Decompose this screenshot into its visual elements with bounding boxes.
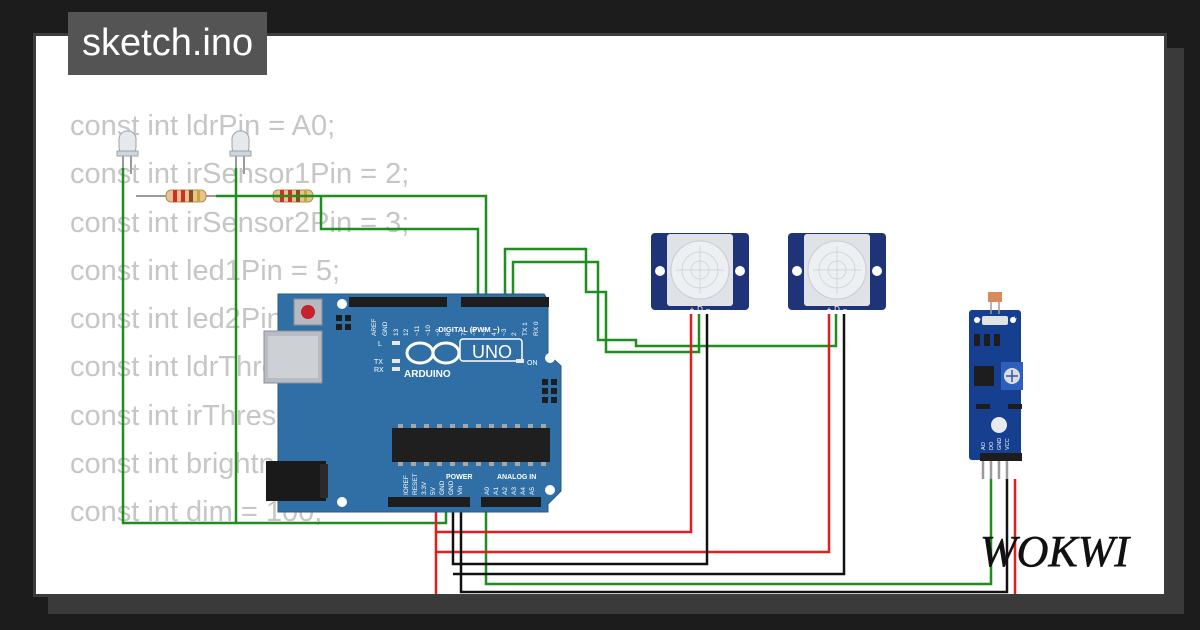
on-led-label: ON xyxy=(527,360,538,367)
header-pin-label: 2 xyxy=(511,332,518,336)
wires xyxy=(121,168,1017,594)
analog-header-label: ANALOG IN xyxy=(497,474,536,481)
analog-pin-label: A3 xyxy=(511,487,518,495)
preview-card: const int ldrPin = A0; const int irSensor… xyxy=(33,33,1167,597)
wire-pir2-vcc xyxy=(434,314,831,554)
pir-lens-icon xyxy=(676,246,724,294)
file-tab-title: sketch.ino xyxy=(68,12,268,75)
ldr-top-label: + xyxy=(1012,314,1017,324)
ldr-pin-label: GND xyxy=(997,438,1003,450)
pir-2-pin-labels: +D− xyxy=(827,305,848,314)
analog-pin-label: A0 xyxy=(484,487,491,495)
brand-wordmark: WOKWI xyxy=(980,527,1131,576)
wire-res1-pin6 xyxy=(216,194,488,298)
header-pin-label: 8 xyxy=(445,332,452,336)
code-line: void setup() { xyxy=(70,585,437,594)
ldr-pin-label: DO xyxy=(989,441,995,450)
pir-sensor-1[interactable]: +D− xyxy=(651,233,749,314)
digital-header-label: DIGITAL (PWM ~) xyxy=(438,325,500,334)
pir-pin-label: + xyxy=(827,305,832,314)
board-model-label: UNO xyxy=(472,342,512,362)
pir-sensor-2[interactable]: +D− xyxy=(788,233,886,314)
power-pin-label: Vin xyxy=(457,485,464,495)
led-2[interactable] xyxy=(229,130,252,174)
analog-pin-label: A5 xyxy=(529,487,536,495)
header-pin-label: ~6 xyxy=(471,328,478,336)
analog-pin-label: A1 xyxy=(493,487,500,495)
code-line: const int led1Pin = 5; xyxy=(70,254,341,287)
pir-pin-label: − xyxy=(706,305,711,314)
led-1[interactable] xyxy=(116,130,139,174)
wire-res2-pin5 xyxy=(319,196,480,298)
header-pin-label: ~10 xyxy=(425,325,432,336)
code-line: const int ldrPin = A0; xyxy=(70,110,336,142)
wire-ldr-a0 xyxy=(484,479,993,586)
header-pin-label: AREF xyxy=(371,319,378,336)
wire-pir1-pin3 xyxy=(503,247,701,354)
ldr-pin-label: AO xyxy=(981,441,987,450)
tx-led-label: TX xyxy=(374,359,383,366)
wokwi-logo: WOKWI xyxy=(980,527,1132,577)
pir-pin-label: D xyxy=(697,305,703,314)
analog-pin-label: A2 xyxy=(502,487,509,495)
code-line: const int irSensor1Pin = 2; xyxy=(70,158,410,191)
power-pin-label: IOREF xyxy=(403,475,410,495)
header-pin-label: 13 xyxy=(393,328,400,336)
rx-led-label: RX xyxy=(374,367,384,374)
wire-led1-gnd xyxy=(121,168,448,525)
ldr-top-label: − xyxy=(976,314,981,324)
header-pin-label: TX 1 xyxy=(522,322,529,336)
power-header-label: POWER xyxy=(446,474,472,481)
power-pin-label: 3.3V xyxy=(421,481,428,495)
pir-lens-icon xyxy=(813,246,861,294)
wire-pir2-gnd xyxy=(453,314,846,576)
power-pin-label: RESET xyxy=(412,473,419,495)
arduino-logo-icon xyxy=(405,341,461,365)
header-pin-label: 4 xyxy=(491,332,498,336)
header-pin-label: 7 xyxy=(461,332,468,336)
pir-pin-label: D xyxy=(834,305,840,314)
header-pin-label: ~9 xyxy=(435,328,442,336)
wire-ldr-gnd xyxy=(459,479,1009,594)
ldr-pin-label: VCC xyxy=(1005,438,1011,450)
pir-pin-label: + xyxy=(690,305,695,314)
resistor-1[interactable] xyxy=(136,189,216,203)
header-pin-label: ~11 xyxy=(414,325,421,336)
pir-pin-label: − xyxy=(843,305,848,314)
power-pin-label: GND xyxy=(448,480,455,495)
l-led-label: L xyxy=(378,341,382,348)
wire-pir1-gnd xyxy=(451,314,709,566)
power-pin-label: 5V xyxy=(430,486,437,495)
wire-pir1-vcc xyxy=(434,314,693,534)
analog-pin-label: A4 xyxy=(520,487,527,495)
header-pin-label: RX 0 xyxy=(533,321,540,336)
code-line: const int irSensor2Pin = 3; xyxy=(70,206,410,239)
potentiometer-icon xyxy=(1006,370,1018,382)
board-brand-label: ARDUINO xyxy=(404,369,451,380)
header-pin-label: 12 xyxy=(403,328,410,336)
pir-1-pin-labels: +D− xyxy=(690,305,711,314)
header-pin-label: ~5 xyxy=(481,328,488,336)
power-pin-label: GND xyxy=(439,480,446,495)
header-pin-label: ~3 xyxy=(501,328,508,336)
wire-pir2-pin2 xyxy=(511,260,838,348)
header-pin-label: GND xyxy=(382,321,389,336)
